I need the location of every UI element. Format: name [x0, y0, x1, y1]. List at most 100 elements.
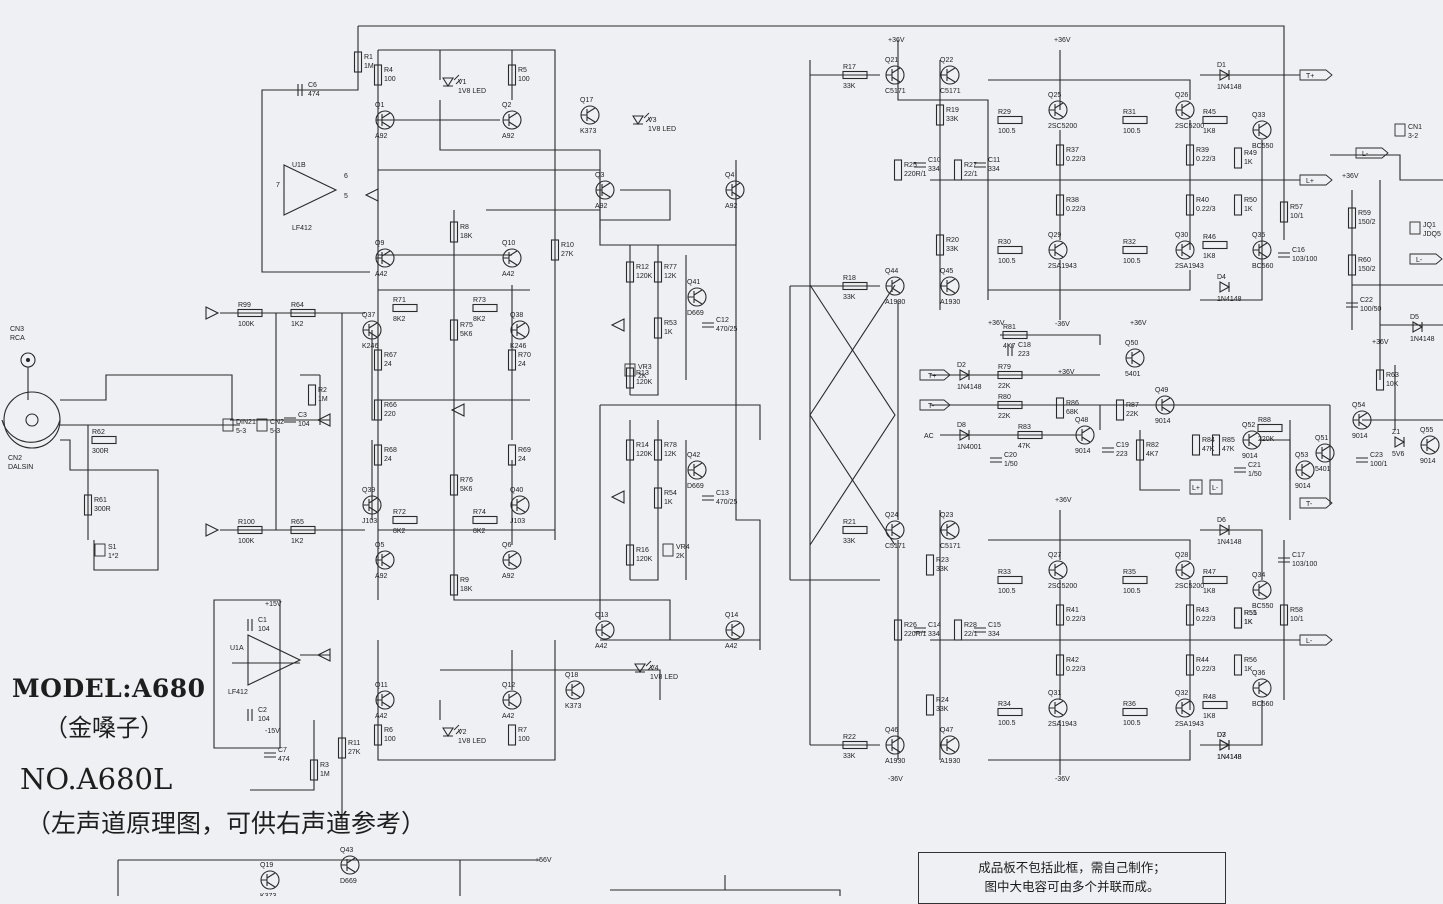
resistor-value: 300R — [94, 506, 111, 513]
resistor-value: 100.5 — [998, 720, 1016, 727]
schematic-number: NO.A680L — [20, 762, 173, 796]
resistor-ref: R37 — [1066, 147, 1079, 154]
resistor-icon — [237, 308, 263, 318]
transistor-part: 2SC5200 — [1175, 123, 1204, 130]
resistor-ref: R100 — [238, 519, 255, 526]
transistor-ref: Q40 — [510, 487, 523, 494]
resistor-ref: R55 — [1244, 610, 1257, 617]
resistor-value: 150/2 — [1358, 266, 1376, 273]
transistor-ref: Q48 — [1075, 417, 1088, 424]
transistor-ref: Q12 — [502, 682, 515, 689]
resistor-value: 24 — [518, 361, 526, 368]
resistor-icon — [309, 759, 319, 781]
resistor-ref: R2 — [318, 387, 327, 394]
transistor-part: A92 — [375, 133, 388, 140]
resistor-ref: R39 — [1196, 147, 1209, 154]
transistor-ref: Q22 — [940, 57, 953, 64]
resistor-value: 47K — [1018, 443, 1031, 450]
resistor-ref: R6 — [384, 727, 393, 734]
resistor-icon — [842, 70, 868, 80]
resistor-icon — [1055, 654, 1065, 676]
transistor-part: 9014 — [1295, 483, 1311, 490]
transistor-part: K373 — [565, 703, 581, 710]
capacitor-value: 104 — [298, 421, 310, 428]
rail-pos15-label: +15V — [265, 601, 282, 608]
resistor-icon — [1375, 369, 1385, 391]
opamp-u1a: U1A LF412 — [228, 634, 302, 696]
connector-symbols: CN3 RCA CN2 DALSIN — [1, 326, 61, 471]
capacitor-ref: C21 — [1248, 462, 1261, 469]
diode-ref: D6 — [1217, 517, 1226, 524]
svg-text:LF412: LF412 — [228, 689, 248, 696]
resistor-value: 33K — [946, 116, 959, 123]
diode-value: 1N4148 — [1217, 754, 1242, 761]
resistor-value: 100K — [238, 321, 255, 328]
port-t-plus: T+ — [928, 373, 936, 380]
transistor-part: J103 — [510, 518, 525, 525]
resistor-value: 100.5 — [1123, 258, 1141, 265]
led-value: 1V8 LED — [650, 674, 678, 681]
capacitor-ref: C6 — [308, 82, 317, 89]
resistor-icon — [1017, 430, 1043, 440]
resistor-ref: R35 — [1123, 569, 1136, 576]
resistor-value: 100.5 — [1123, 128, 1141, 135]
resistor-value: 18K — [460, 586, 473, 593]
resistor-icon — [337, 737, 347, 759]
resistor-icon — [472, 303, 498, 313]
svg-text:U1A: U1A — [230, 645, 244, 652]
capacitor-icon — [1234, 467, 1246, 473]
resistor-value: 12K — [664, 273, 677, 280]
transistor-ref: Q10 — [502, 240, 515, 247]
cn3-ref: CN3 — [10, 326, 24, 333]
resistor-value: 120K — [636, 379, 653, 386]
component-ref: CN1 — [1408, 124, 1422, 131]
resistor-value: 18K — [460, 233, 473, 240]
capacitor-icon — [247, 709, 253, 721]
arrow-icon — [610, 318, 625, 332]
resistor-value: 22/1 — [964, 631, 978, 638]
capacitor-ref: C22 — [1360, 297, 1373, 304]
rail-pos36-label: +36V — [1372, 339, 1389, 346]
resistor-icon — [935, 234, 945, 256]
capacitor-ref: C3 — [298, 412, 307, 419]
capacitor-ref: C14 — [928, 622, 941, 629]
transistor-part: K246 — [362, 343, 378, 350]
resistor-icon — [290, 525, 316, 535]
transistor-part: A1930 — [940, 299, 960, 306]
resistor-icon — [1122, 575, 1148, 585]
resistor-icon — [925, 554, 935, 576]
transistor-part: 2SA1943 — [1175, 721, 1204, 728]
transistor-part: 5401 — [1125, 371, 1141, 378]
diode-ref: D3 — [1217, 732, 1226, 739]
component-value: 5-3 — [236, 428, 246, 435]
transistor-ref: Q23 — [940, 512, 953, 519]
